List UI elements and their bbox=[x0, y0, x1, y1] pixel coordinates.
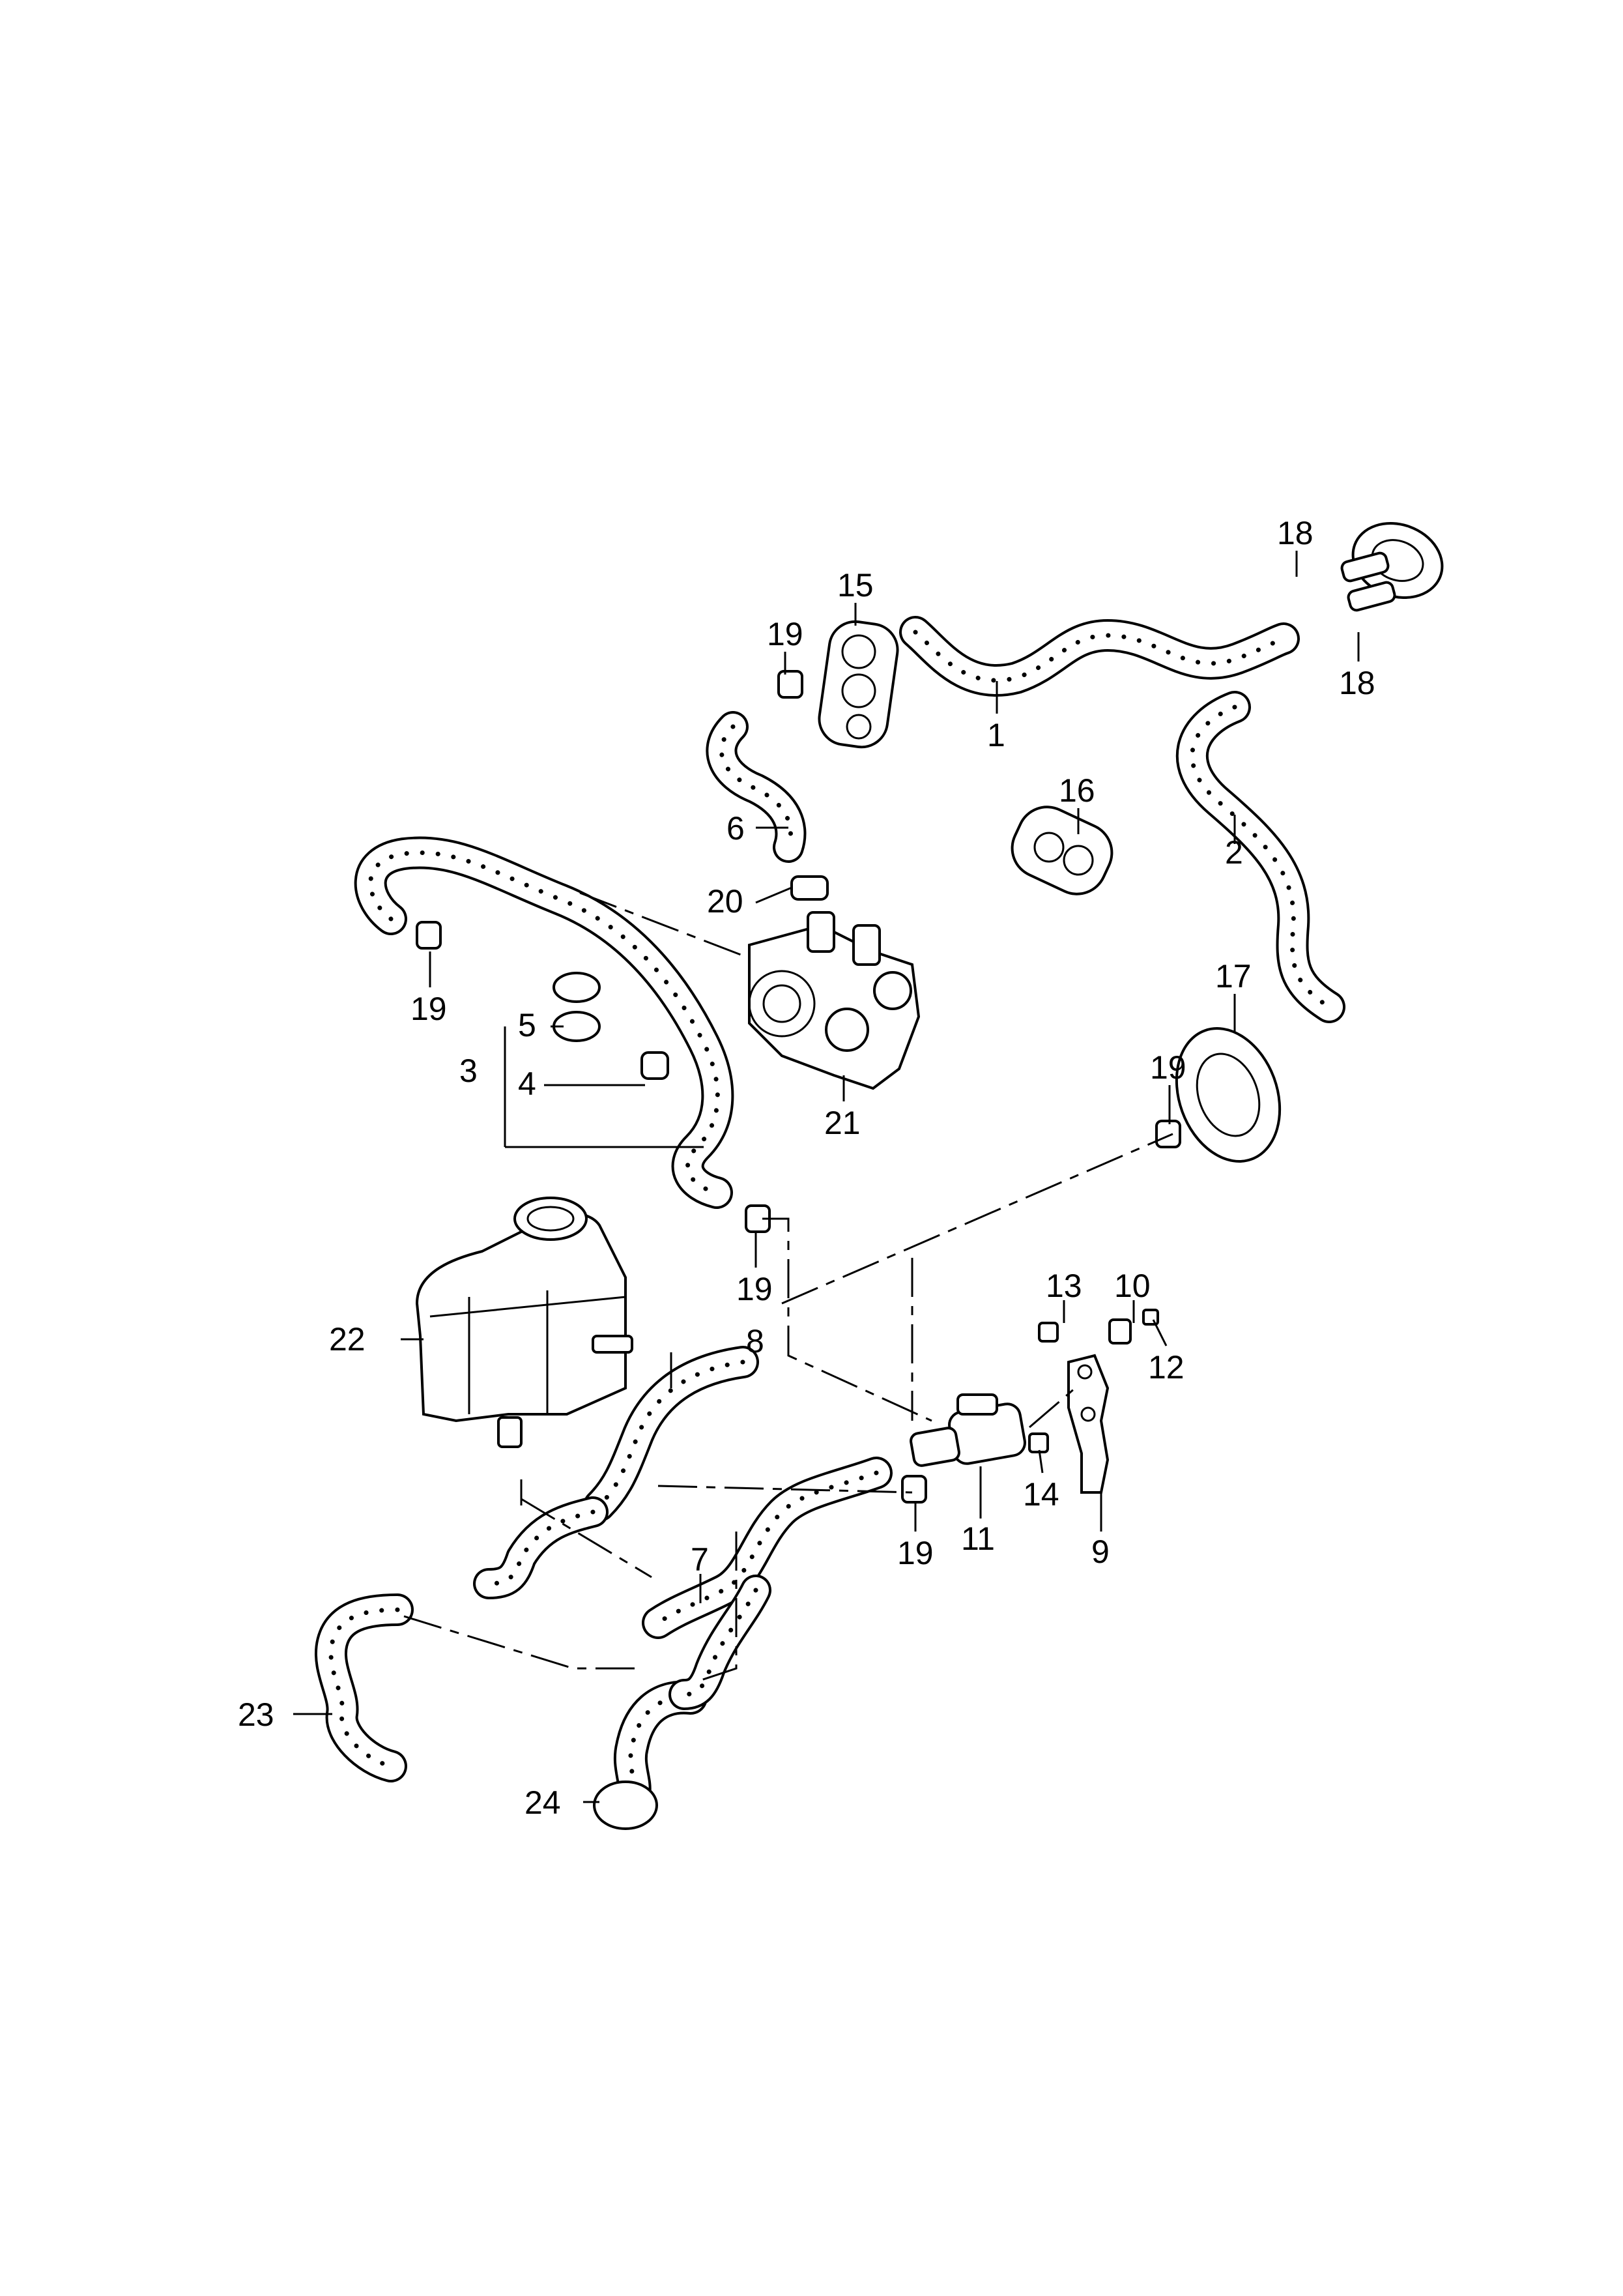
grommet-17 bbox=[1175, 1027, 1282, 1163]
bracket-9 bbox=[1067, 1354, 1110, 1494]
callout-22: 22 bbox=[329, 1321, 366, 1358]
clamps-19 bbox=[416, 670, 1181, 1504]
valve-11 bbox=[910, 1393, 1026, 1467]
water-pump-21 bbox=[748, 911, 921, 1090]
hose-1 bbox=[899, 616, 1300, 697]
callout-15: 15 bbox=[837, 567, 874, 603]
grommet-15 bbox=[818, 620, 899, 749]
hose-6 bbox=[706, 711, 807, 863]
callout-24: 24 bbox=[524, 1784, 561, 1821]
callout-19-lower: 19 bbox=[897, 1535, 934, 1571]
callout-21: 21 bbox=[824, 1105, 861, 1141]
grommet-16 bbox=[1011, 806, 1113, 895]
callout-17: 17 bbox=[1215, 958, 1252, 995]
callout-19-mid: 19 bbox=[736, 1271, 773, 1307]
callout-19-right: 19 bbox=[1150, 1049, 1186, 1086]
hose-lower-right bbox=[668, 1575, 771, 1710]
leader-lines bbox=[293, 551, 1360, 1803]
hose-2 bbox=[1176, 691, 1345, 1023]
assembly-lines bbox=[403, 892, 1173, 1683]
callout-11: 11 bbox=[961, 1520, 995, 1557]
callout-16: 16 bbox=[1059, 772, 1095, 809]
hose-23 bbox=[314, 1593, 414, 1782]
screw-13 bbox=[1038, 1322, 1059, 1343]
clamp-20 bbox=[790, 875, 829, 901]
grommet-18 bbox=[1340, 522, 1444, 612]
hose-lower-mid bbox=[473, 1496, 609, 1599]
nut-10 bbox=[1108, 1318, 1132, 1344]
hose-8 bbox=[583, 1346, 759, 1522]
callout-18-top: 18 bbox=[1277, 515, 1314, 551]
callout-14: 14 bbox=[1023, 1476, 1059, 1513]
callout-12: 12 bbox=[1148, 1349, 1185, 1386]
callout-8: 8 bbox=[746, 1323, 764, 1359]
screw-12 bbox=[1142, 1309, 1159, 1326]
callout-18-right: 18 bbox=[1339, 665, 1375, 701]
callout-4: 4 bbox=[518, 1066, 536, 1102]
callout-23: 23 bbox=[238, 1696, 274, 1733]
callouts: 1 2 3 4 5 6 7 8 9 10 11 12 13 14 15 16 1… bbox=[238, 515, 1375, 1821]
callout-5: 5 bbox=[518, 1007, 536, 1043]
callout-3: 3 bbox=[459, 1053, 478, 1089]
callout-2: 2 bbox=[1225, 834, 1243, 871]
clamps-4-5 bbox=[553, 972, 669, 1080]
callout-10: 10 bbox=[1114, 1268, 1151, 1304]
callout-6: 6 bbox=[726, 810, 745, 847]
hose-24 bbox=[593, 1680, 708, 1830]
callout-1: 1 bbox=[987, 717, 1005, 753]
hoses bbox=[314, 616, 1345, 1830]
callout-9: 9 bbox=[1091, 1533, 1110, 1570]
callout-19-left: 19 bbox=[410, 991, 447, 1027]
hose-3 bbox=[354, 836, 734, 1209]
callout-13: 13 bbox=[1046, 1268, 1082, 1304]
callout-7: 7 bbox=[691, 1541, 709, 1578]
callout-20: 20 bbox=[707, 883, 743, 920]
hose-7 bbox=[642, 1457, 893, 1639]
screw-14 bbox=[1028, 1432, 1049, 1453]
screws bbox=[1028, 1309, 1159, 1453]
callout-19-upper: 19 bbox=[767, 616, 803, 652]
expansion-tank-22 bbox=[415, 1197, 633, 1448]
